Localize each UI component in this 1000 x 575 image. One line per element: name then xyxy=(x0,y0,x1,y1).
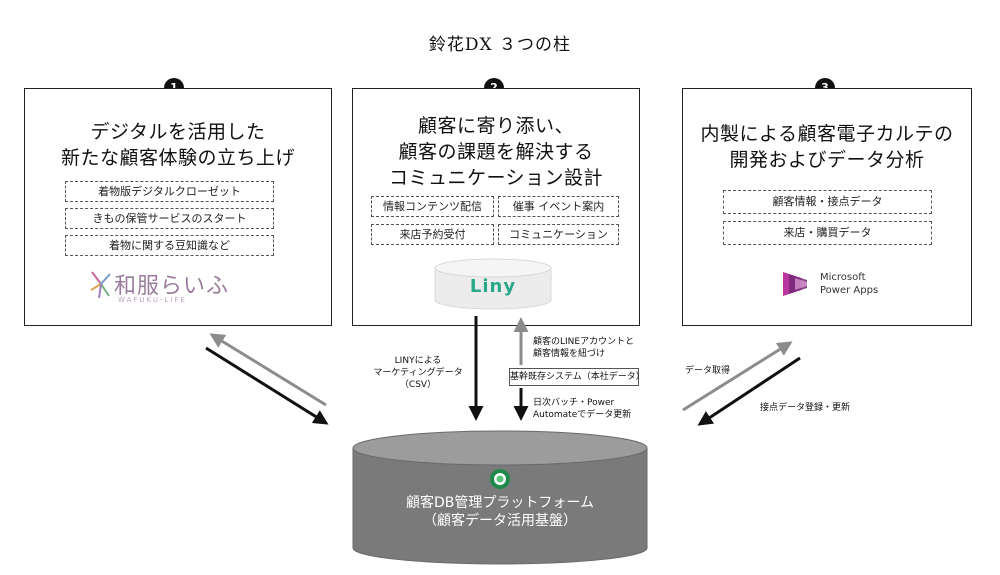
customer-db-label: 顧客DB管理プラットフォーム （顧客データ活用基盤） xyxy=(352,494,648,530)
pillar-2-title-line: 顧客に寄り添い、 xyxy=(417,115,574,137)
pillar-3-item: 来店・購買データ xyxy=(723,221,932,245)
pillar-3-panel: 内製による顧客電子カルテの 開発およびデータ分析 xyxy=(682,88,972,326)
dataverse-icon xyxy=(490,469,510,489)
pillar-2-item: コミュニケーション xyxy=(498,224,619,245)
core-system-box: 基幹既存システム（本社データ） xyxy=(509,368,645,386)
customer-db-label-line: 顧客DB管理プラットフォーム xyxy=(406,495,594,511)
wafuku-logo-subtext: WAFUKU-LIFE xyxy=(118,296,187,304)
pillar-1-item: 着物版デジタルクローゼット xyxy=(65,181,274,202)
pillar-2-item: 情報コンテンツ配信 xyxy=(371,196,494,217)
pillar-2-title: 顧客に寄り添い、 顧客の課題を解決する コミュニケーション設計 xyxy=(353,113,639,191)
pillar-2-item: 来店予約受付 xyxy=(371,224,494,245)
pillar-3-item: 顧客情報・接点データ xyxy=(723,190,932,214)
diagram-title: 鈴花DX ３つの柱 xyxy=(428,35,572,55)
pillar-1-item: きもの保管サービスのスタート xyxy=(65,208,274,229)
line-link-label-line: 顧客のLINEアカウントと xyxy=(533,337,635,347)
liny-marketing-label-line: LINYによる xyxy=(394,356,442,366)
arrow-db-to-pillar1 xyxy=(209,333,327,407)
arrow-pillar3-to-db xyxy=(697,356,801,426)
daily-batch-label: 日次バッチ・Power Automateでデータ更新 xyxy=(533,397,631,421)
power-apps-label-line: Power Apps xyxy=(820,285,879,296)
arrow-db-to-pillar3 xyxy=(682,341,793,412)
pillar-3-title-line: 内製による顧客電子カルテの xyxy=(700,123,954,145)
pillar-1-panel: デジタルを活用した 新たな顧客体験の立ち上げ xyxy=(24,88,332,326)
line-link-label-line: 顧客情報を紐づけ xyxy=(533,349,606,359)
customer-db-label-line: （顧客データ活用基盤） xyxy=(423,513,577,529)
wafuku-life-logo: 和服らいふ WAFUKU-LIFE xyxy=(88,266,243,306)
daily-batch-label-line: 日次バッチ・Power xyxy=(533,398,615,408)
liny-cylinder-icon xyxy=(434,258,552,310)
power-apps-label: Microsoft Power Apps xyxy=(820,271,878,297)
line-link-label: 顧客のLINEアカウントと 顧客情報を紐づけ xyxy=(533,336,634,360)
data-fetch-label: データ取得 xyxy=(685,366,731,376)
power-apps-label-line: Microsoft xyxy=(820,272,866,283)
wafuku-logo-text: 和服らいふ xyxy=(114,274,230,299)
pillar-1-title-line: デジタルを活用した xyxy=(90,121,266,143)
pillar-3-title: 内製による顧客電子カルテの 開発およびデータ分析 xyxy=(683,121,971,173)
liny-marketing-label: LINYによる マーケティングデータ （CSV） xyxy=(370,355,466,391)
power-apps-icon xyxy=(783,272,807,296)
pillar-1-item: 着物に関する豆知識など xyxy=(65,235,274,256)
pillar-2-title-line: 顧客の課題を解決する xyxy=(398,141,594,163)
pillar-1-title: デジタルを活用した 新たな顧客体験の立ち上げ xyxy=(25,119,331,171)
liny-marketing-label-line: （CSV） xyxy=(399,380,437,390)
liny-logo-text: Liny xyxy=(469,276,517,297)
customer-db-cylinder xyxy=(352,430,648,565)
pillar-1-title-line: 新たな顧客体験の立ち上げ xyxy=(60,147,295,169)
touchpoint-update-label: 接点データ登録・更新 xyxy=(760,403,851,413)
pillar-2-title-line: コミュニケーション設計 xyxy=(388,167,604,189)
kimono-flower-icon xyxy=(90,271,111,299)
pillar-2-item: 催事 イベント案内 xyxy=(498,196,619,217)
arrow-pillar1-to-db xyxy=(205,346,329,425)
pillar-3-title-line: 開発およびデータ分析 xyxy=(729,149,925,171)
liny-marketing-label-line: マーケティングデータ xyxy=(373,368,463,378)
daily-batch-label-line: Automateでデータ更新 xyxy=(533,410,632,420)
liny-logo: Liny xyxy=(434,258,552,310)
